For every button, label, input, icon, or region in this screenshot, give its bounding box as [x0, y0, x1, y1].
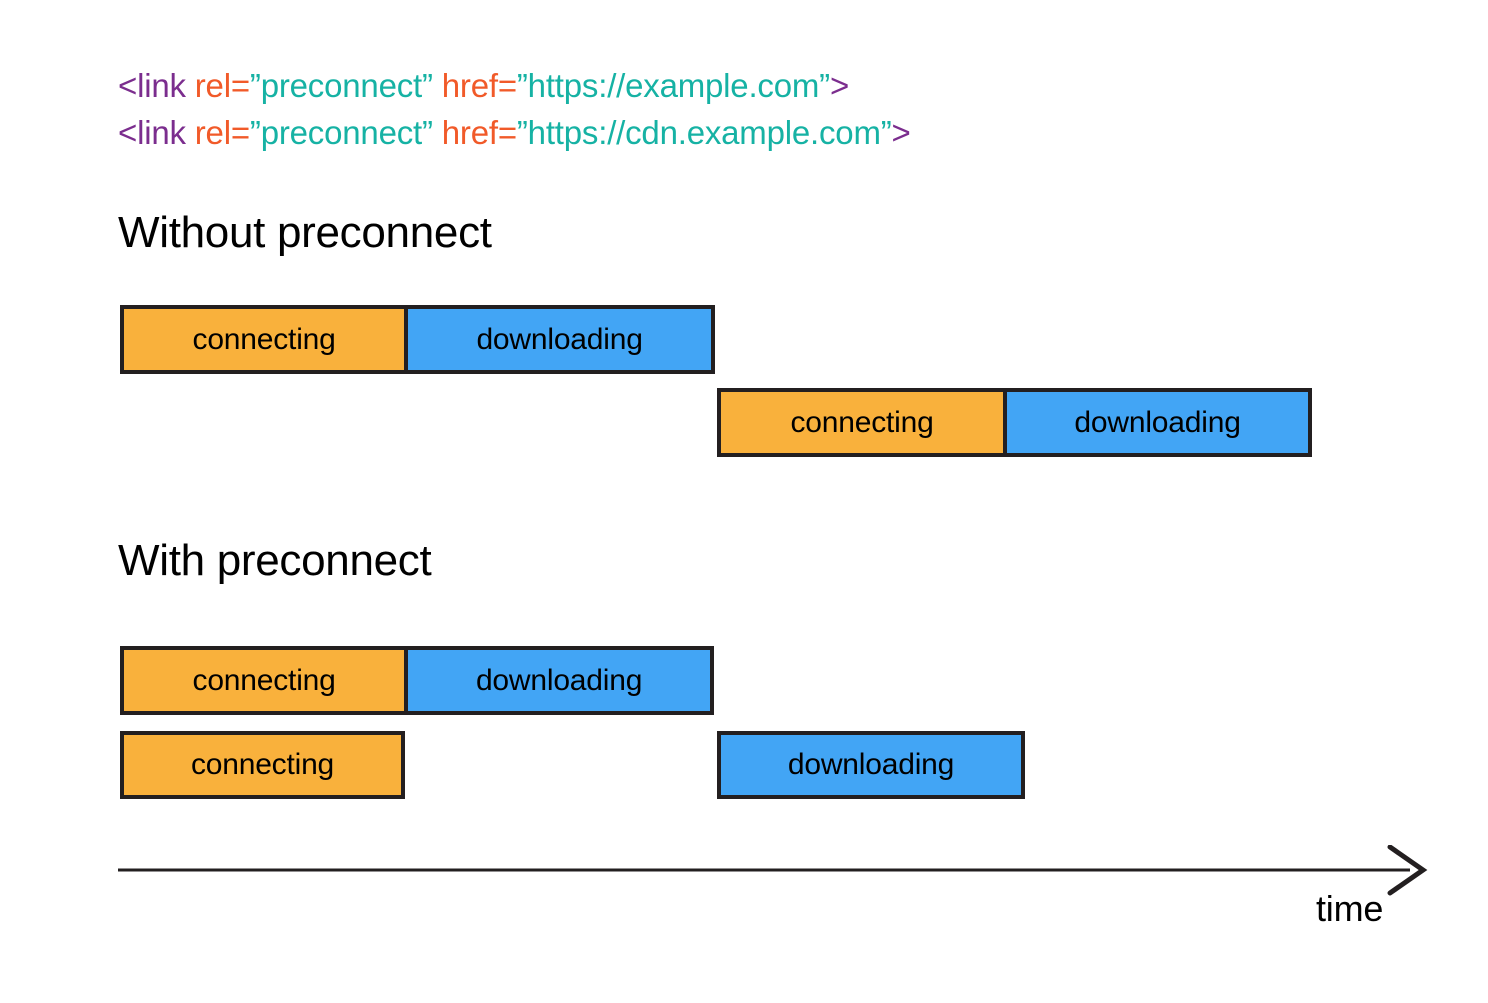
- segment-label: connecting: [790, 405, 934, 439]
- timeline-bar-with-row2-downloading: downloading: [717, 731, 1025, 799]
- segment-label: downloading: [1074, 405, 1241, 439]
- code-token-tag-5: >: [891, 114, 911, 151]
- time-axis-label: time: [1316, 888, 1384, 929]
- code-token-tag-0: <link: [118, 114, 195, 151]
- code-token-attr-1: rel=: [194, 114, 250, 151]
- time-axis-arrow: [118, 845, 1428, 896]
- timeline-bar-without-row2: connecting downloading: [717, 388, 1312, 457]
- timeline-bar-with-row1: connecting downloading: [120, 646, 714, 715]
- code-line-2: <link rel=”preconnect” href=”https://cdn…: [118, 109, 1218, 156]
- segment-downloading: downloading: [404, 309, 711, 370]
- code-token-attr-3: href=: [432, 67, 517, 104]
- section-heading-without-preconnect: Without preconnect: [118, 208, 492, 257]
- section-heading-with-preconnect: With preconnect: [118, 536, 432, 585]
- code-token-tag-5: >: [829, 67, 850, 104]
- code-token-tag-0: <link: [118, 67, 195, 104]
- code-line-1: <link rel=”preconnect” href=”https://exa…: [118, 62, 1218, 109]
- segment-connecting: connecting: [124, 309, 405, 370]
- segment-connecting: connecting: [124, 650, 405, 711]
- code-token-attr-1: rel=: [194, 67, 250, 104]
- segment-label: connecting: [192, 322, 336, 356]
- segment-downloading: downloading: [404, 650, 710, 711]
- timeline-bar-without-row1: connecting downloading: [120, 305, 715, 374]
- segment-downloading: downloading: [1003, 392, 1308, 453]
- segment-label: downloading: [787, 748, 955, 781]
- code-token-val-4: ”https://example.com”: [516, 67, 830, 104]
- segment-label: downloading: [475, 663, 643, 697]
- segment-label: connecting: [192, 663, 336, 697]
- segment-label: downloading: [476, 322, 643, 356]
- segment-label: connecting: [190, 748, 335, 781]
- segment-connecting: connecting: [721, 392, 1004, 453]
- code-token-val-4: ”https://cdn.example.com”: [516, 114, 892, 151]
- code-token-val-2: ”preconnect”: [249, 114, 433, 151]
- code-token-val-2: ”preconnect”: [249, 67, 433, 104]
- timeline-bar-with-row2-connecting: connecting: [120, 731, 405, 799]
- code-snippet: <link rel=”preconnect” href=”https://exa…: [118, 62, 1218, 156]
- code-token-attr-3: href=: [432, 114, 517, 151]
